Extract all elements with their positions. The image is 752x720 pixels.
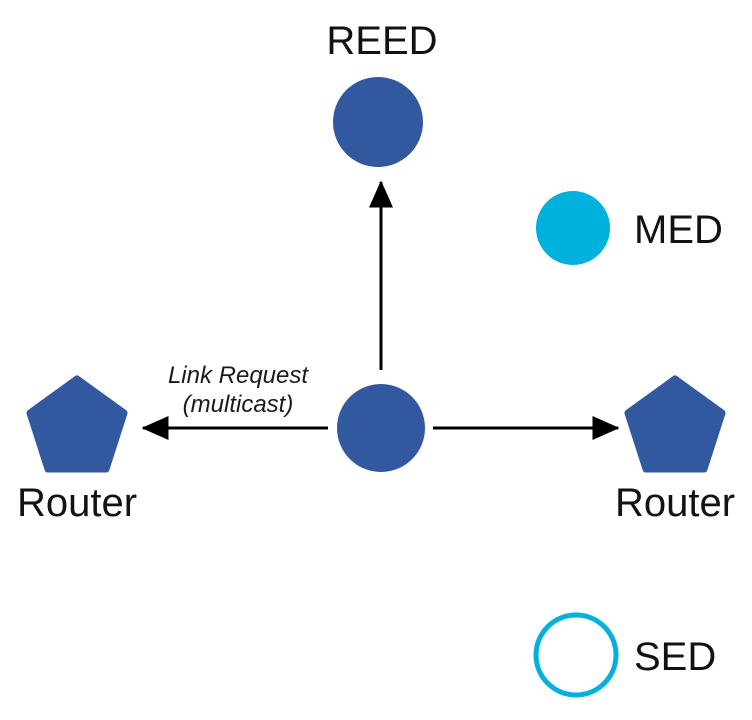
reed-label: REED — [326, 19, 437, 63]
node-reed[interactable]: REED — [326, 19, 438, 167]
source-circle-icon[interactable] — [337, 384, 425, 472]
med-label: MED — [634, 208, 723, 252]
node-router-left[interactable]: Router — [17, 375, 137, 525]
sed-circle-icon[interactable] — [533, 612, 619, 698]
router-left-pentagon-icon[interactable] — [26, 375, 128, 473]
router-right-pentagon-icon[interactable] — [624, 375, 726, 473]
link-request-label-line2: (multicast) — [183, 391, 294, 418]
link-request-label-line1: Link Request — [168, 362, 309, 389]
arrow-group — [141, 180, 620, 440]
node-source[interactable] — [337, 384, 425, 472]
node-router-right[interactable]: Router — [615, 375, 735, 525]
med-circle-icon[interactable] — [536, 191, 610, 265]
node-med[interactable]: MED — [536, 191, 723, 265]
router-right-label: Router — [615, 481, 735, 525]
sed-label: SED — [634, 635, 716, 679]
node-sed[interactable]: SED — [533, 612, 716, 698]
reed-circle-icon[interactable] — [333, 77, 423, 167]
link-request-label-group: Link Request (multicast) — [168, 362, 309, 418]
router-left-label: Router — [17, 481, 137, 525]
